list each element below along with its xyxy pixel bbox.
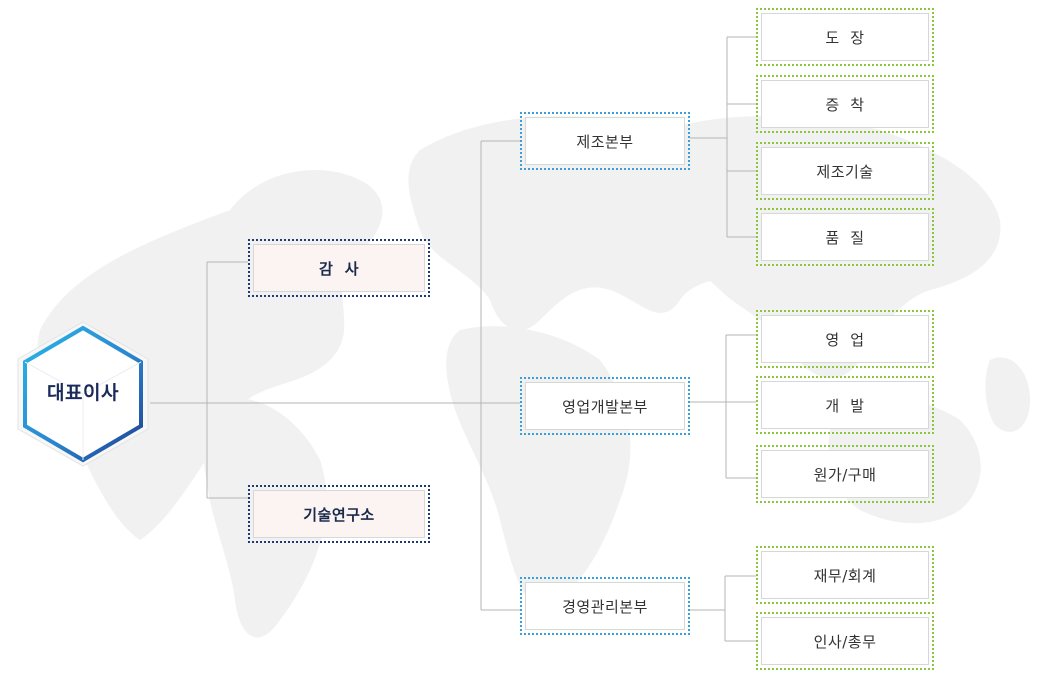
org-box-label: 도 장	[825, 28, 865, 47]
ceo-hexagon	[17, 321, 149, 467]
org-box-audit[interactable]: 감 사	[248, 239, 430, 297]
org-box-quality[interactable]: 품 질	[756, 208, 934, 266]
org-box-label: 영업개발본부	[562, 397, 648, 416]
org-box-label: 재무/회계	[813, 566, 877, 585]
org-box-rnd[interactable]: 기술연구소	[248, 485, 430, 543]
org-box-manufacturing[interactable]: 제조본부	[520, 112, 690, 170]
org-box-management[interactable]: 경영관리본부	[520, 577, 690, 635]
org-box-sales[interactable]: 영 업	[756, 310, 934, 368]
org-box-label: 제조기술	[816, 162, 874, 181]
org-box-label: 품 질	[825, 228, 865, 247]
org-box-painting[interactable]: 도 장	[756, 8, 934, 66]
org-box-label: 기술연구소	[303, 505, 375, 524]
org-box-label: 인사/총무	[813, 632, 877, 651]
org-box-sales-dev[interactable]: 영업개발본부	[520, 377, 690, 435]
org-box-hr[interactable]: 인사/총무	[756, 612, 934, 670]
org-box-finance[interactable]: 재무/회계	[756, 546, 934, 604]
org-box-label: 영 업	[825, 330, 865, 349]
org-box-label: 감 사	[318, 259, 360, 278]
ceo-label: 대표이사	[47, 382, 119, 404]
org-box-label: 개 발	[825, 396, 865, 415]
org-box-mfg-tech[interactable]: 제조기술	[756, 142, 934, 200]
org-box-label: 증 착	[825, 95, 865, 114]
org-box-label: 경영관리본부	[562, 597, 648, 616]
org-box-label: 제조본부	[576, 132, 634, 151]
org-box-development[interactable]: 개 발	[756, 376, 934, 434]
org-box-purchasing[interactable]: 원가/구매	[756, 445, 934, 503]
org-box-deposition[interactable]: 증 착	[756, 75, 934, 133]
org-box-label: 원가/구매	[813, 465, 877, 484]
